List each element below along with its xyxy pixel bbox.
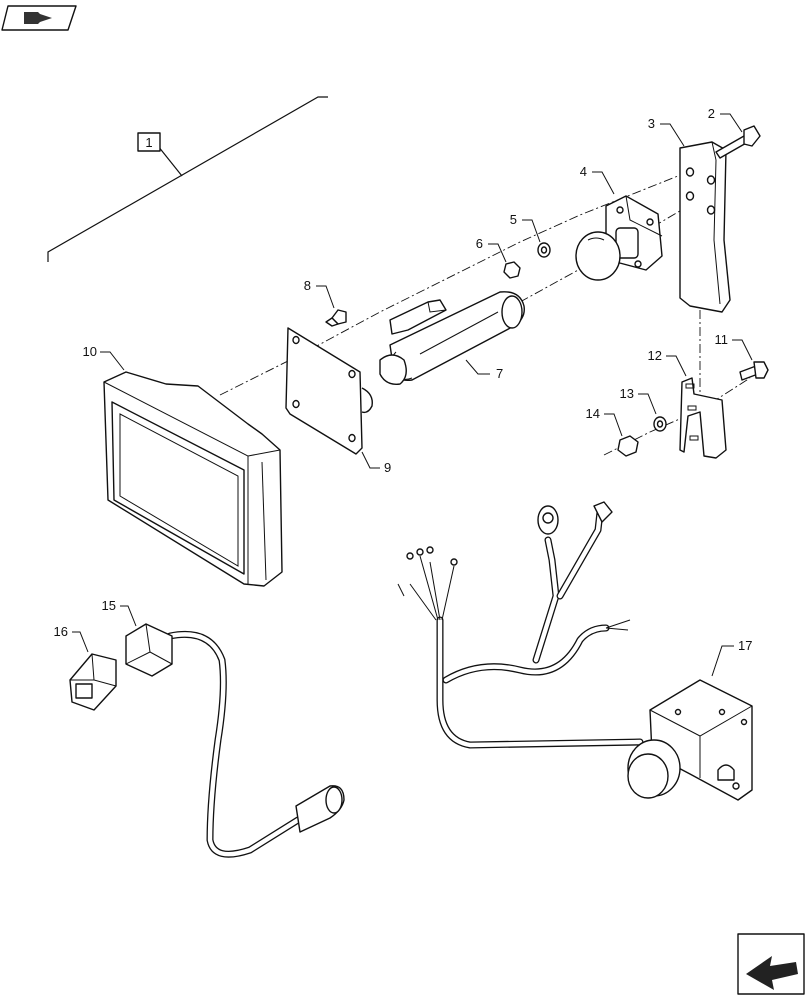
return-to-index-icon[interactable] — [1, 5, 77, 31]
bolt — [715, 125, 761, 159]
callouts: 2 3 4 5 6 7 8 9 10 11 12 13 14 15 16 17 — [54, 106, 752, 677]
washer-13 — [653, 416, 667, 432]
control-module — [627, 679, 753, 801]
mounting-plate — [679, 141, 731, 313]
wiring-harness — [397, 501, 644, 749]
display-cable — [125, 623, 345, 858]
washer-5 — [537, 242, 551, 258]
callout-2: 2 — [708, 106, 715, 121]
callout-14: 14 — [586, 406, 600, 421]
plug-connector — [69, 653, 117, 711]
callout-15: 15 — [102, 598, 116, 613]
assembly-number: 1 — [145, 135, 152, 150]
bolt-11 — [739, 361, 769, 381]
nut-14 — [617, 435, 639, 457]
callout-16: 16 — [54, 624, 68, 639]
nut-6 — [503, 261, 521, 279]
callout-3: 3 — [648, 116, 655, 131]
ball-mount — [575, 195, 663, 281]
callout-13: 13 — [620, 386, 634, 401]
socket-arm — [379, 291, 525, 385]
callout-7: 7 — [496, 366, 503, 381]
callout-4: 4 — [580, 164, 587, 179]
next-page-icon[interactable] — [737, 933, 805, 995]
callout-17: 17 — [738, 638, 752, 653]
back-plate — [285, 327, 373, 455]
callout-5: 5 — [510, 212, 517, 227]
callout-10: 10 — [83, 344, 97, 359]
callout-11: 11 — [715, 332, 729, 347]
clamp-bracket — [679, 377, 727, 459]
callout-12: 12 — [648, 348, 662, 363]
callout-6: 6 — [476, 236, 483, 251]
assembly-bracket: 1 — [47, 96, 328, 262]
screw-8 — [325, 309, 347, 327]
callout-9: 9 — [384, 460, 391, 475]
callout-8: 8 — [304, 278, 311, 293]
display-monitor — [103, 371, 283, 587]
